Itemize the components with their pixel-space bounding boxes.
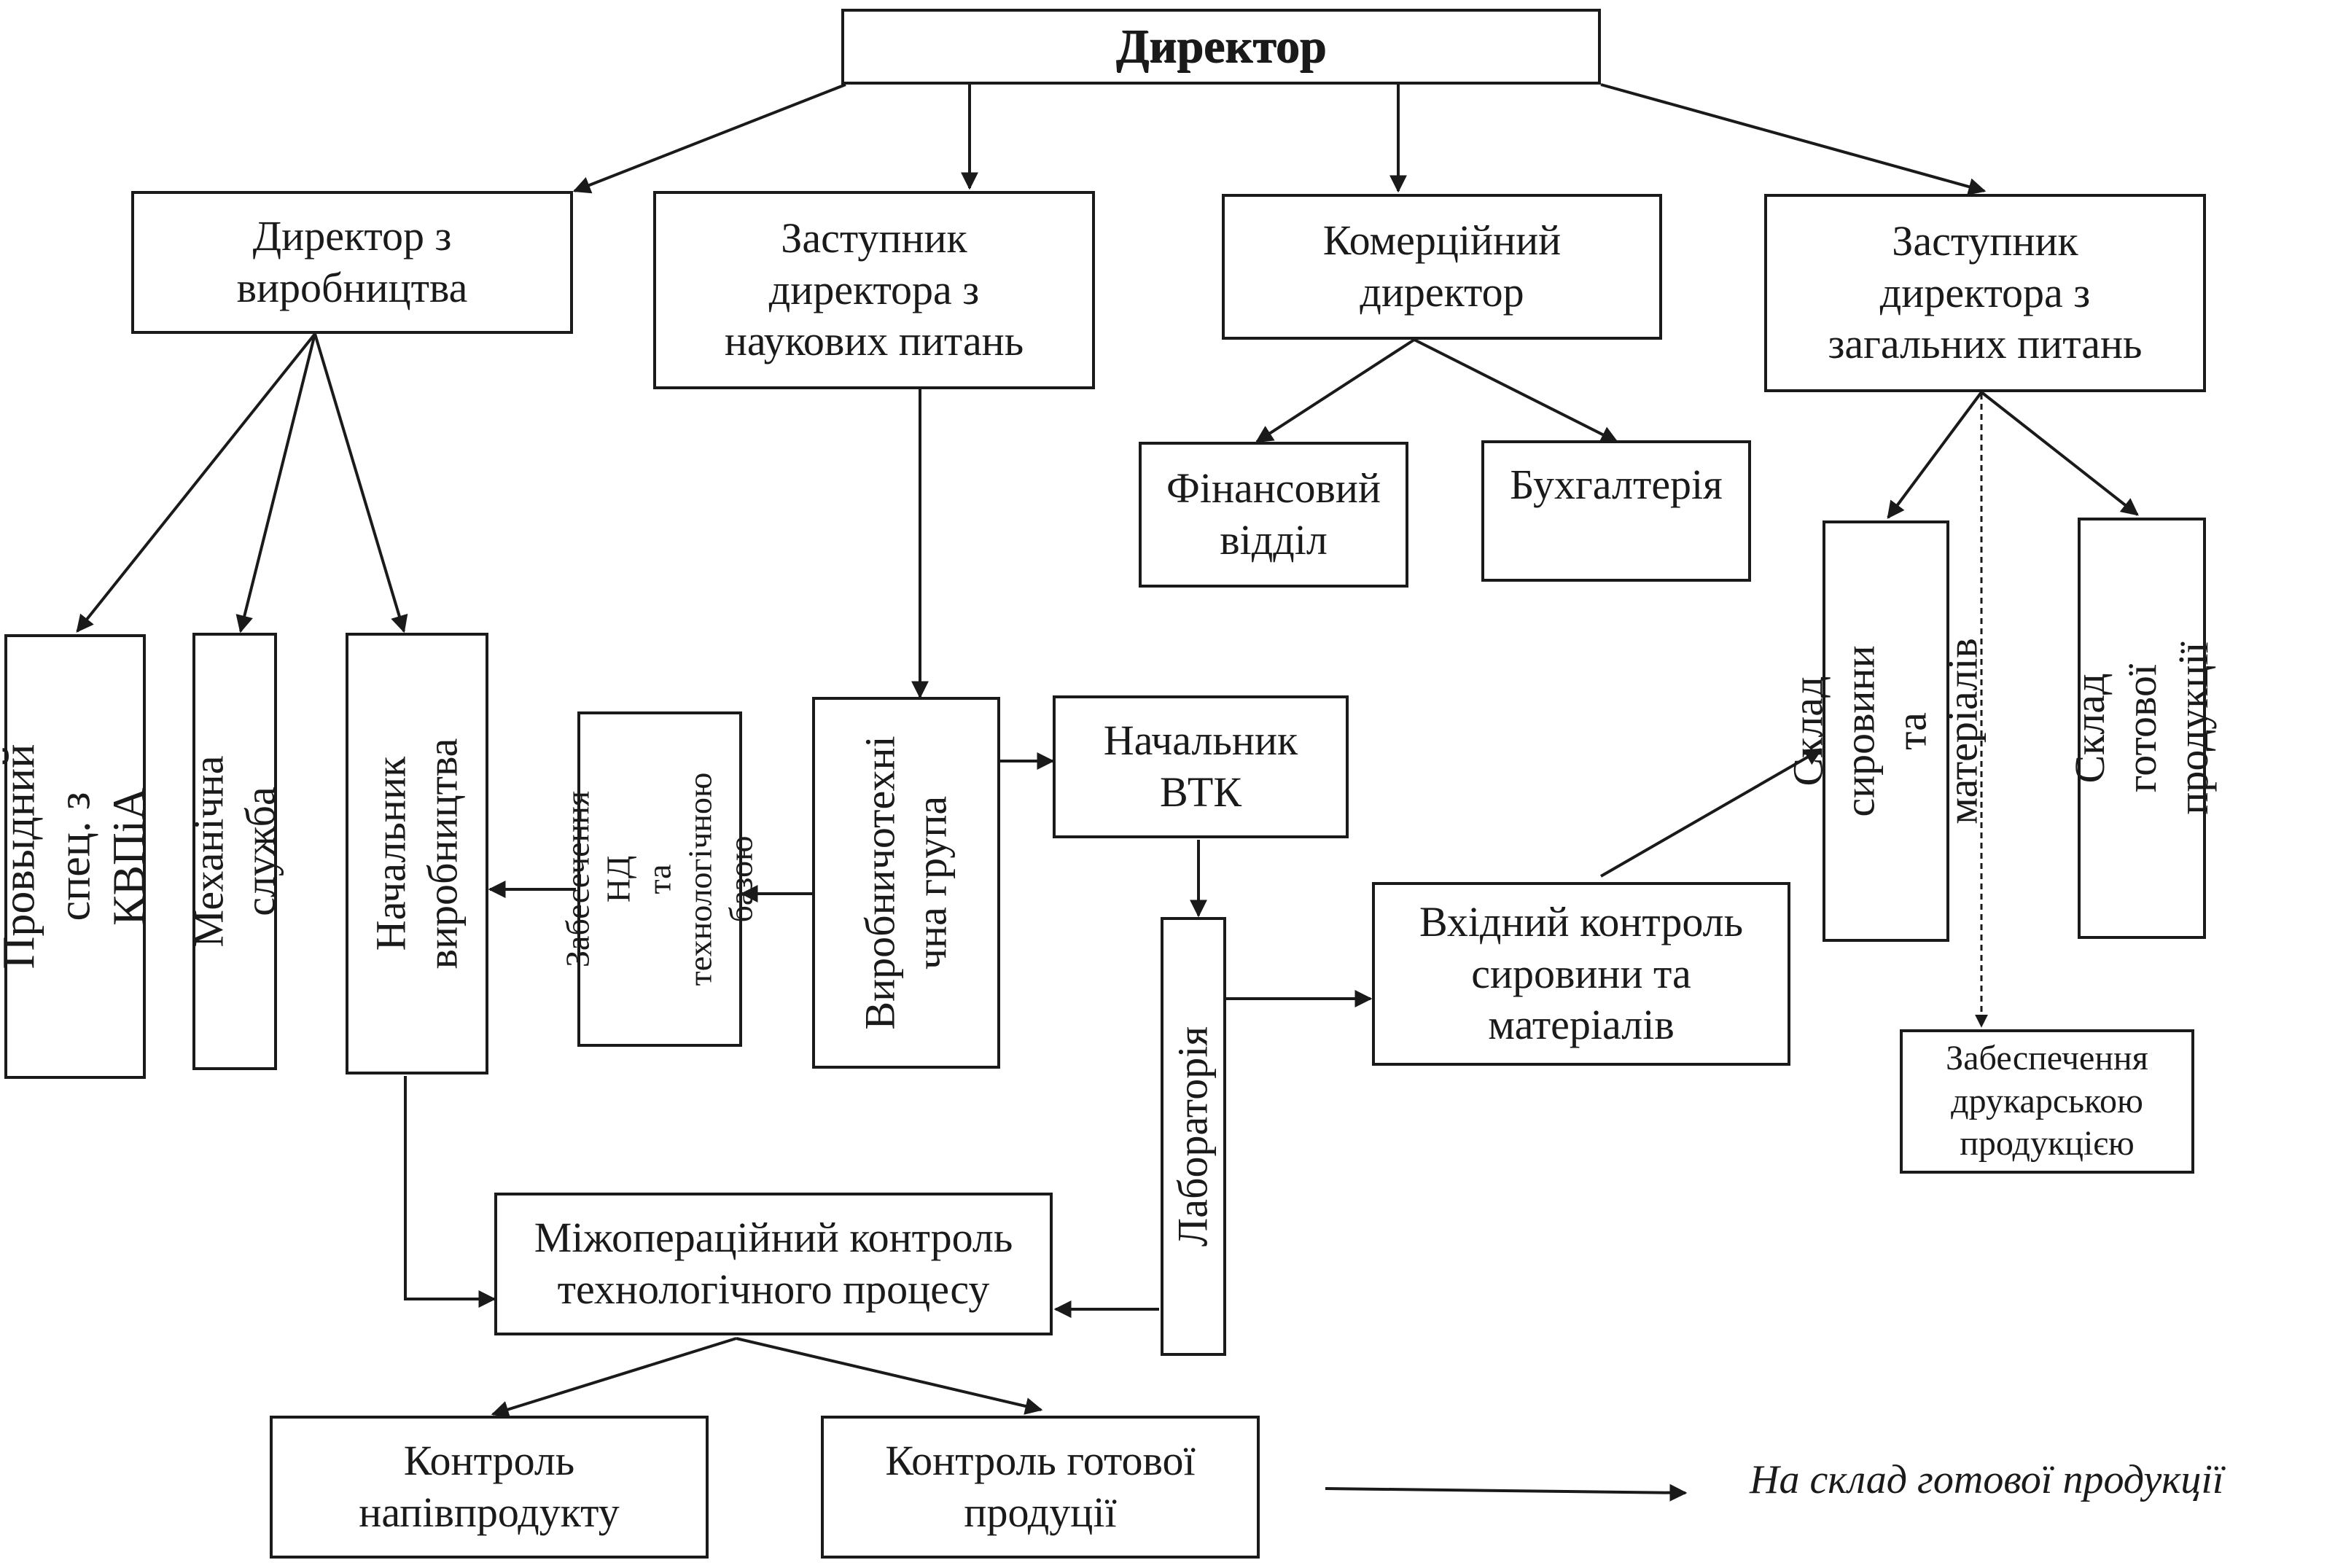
arrow-interop-to-semi-control bbox=[491, 1337, 737, 1419]
box-commercial-label: Комерційний директор bbox=[1322, 217, 1562, 316]
box-raw-warehouse-label: Склад сировини та матеріалів bbox=[1784, 638, 1987, 824]
box-raw-warehouse: Склад сировини та матеріалів bbox=[1785, 520, 1987, 942]
arrow-general-deputy-to-finished-warehouse bbox=[1980, 391, 2139, 516]
box-sci-deputy: Заступник директора з наукових питань bbox=[653, 191, 1095, 389]
box-nd-support: Забесечення НД та технологічною базою bbox=[559, 711, 760, 1047]
arrow-prod-director-to-mechanical bbox=[235, 333, 316, 633]
box-finance: Фінансовий відділ bbox=[1139, 442, 1408, 588]
box-laboratory-label: Лабораторія bbox=[1169, 1026, 1217, 1247]
box-prod-chief-label: Начальник виробництва bbox=[367, 738, 466, 970]
box-accounting-label: Бухгалтерія bbox=[1510, 461, 1723, 508]
legend-arrow bbox=[1325, 1483, 1688, 1502]
box-general-deputy: Заступник директора з загальних питань bbox=[1764, 194, 2206, 392]
box-prod-director: Директор з виробництва bbox=[131, 191, 573, 334]
box-finance-label: Фінансовий відділ bbox=[1166, 464, 1381, 563]
arrow-director-to-prod-director bbox=[572, 83, 846, 194]
box-general-deputy-label: Заступник директора з загальних питань bbox=[1828, 217, 2143, 368]
box-input-control-label: Вхідний контроль сировини та матеріалів bbox=[1419, 897, 1744, 1049]
box-input-control: Вхідний контроль сировини та матеріалів bbox=[1372, 882, 1790, 1066]
arrow-commercial-to-accounting bbox=[1414, 338, 1619, 443]
box-prod-tech-label: Виробничотехні чна група bbox=[856, 736, 955, 1030]
box-prod-tech: Виробничотехні чна група bbox=[812, 697, 1000, 1069]
box-sci-deputy-label: Заступник директора з наукових питань bbox=[724, 214, 1024, 365]
box-prod-chief: Начальник виробництва bbox=[346, 633, 488, 1074]
box-finished-warehouse-label: Склад готової продукції bbox=[2065, 641, 2217, 815]
arrow-director-to-general-deputy bbox=[1600, 83, 1987, 195]
box-finished-warehouse: Склад готової продукції bbox=[2066, 518, 2216, 939]
arrow-interop-to-finished-control bbox=[736, 1337, 1043, 1415]
box-kvpia: Провыдний спец. з КВПіА bbox=[0, 634, 155, 1079]
legend-label: На склад готової продукції bbox=[1750, 1457, 2224, 1502]
box-finished-control: Контроль готової продуції bbox=[821, 1416, 1260, 1559]
arrow-prod-director-to-prod-chief bbox=[313, 333, 408, 633]
arrow-prod-chief-to-interop-control bbox=[404, 1076, 496, 1308]
box-mechanical: Механічна служба bbox=[184, 633, 284, 1070]
box-vtk-chief-label: Начальник ВТК bbox=[1103, 717, 1298, 816]
box-mechanical-label: Механічна служба bbox=[184, 755, 284, 948]
box-director-label: Директор bbox=[1115, 19, 1327, 73]
arrow-commercial-to-finance bbox=[1255, 338, 1416, 443]
box-prod-director-label: Директор з виробництва bbox=[236, 212, 468, 311]
box-kvpia-label: Провыдний спец. з КВПіА bbox=[0, 744, 155, 970]
box-interop-control: Міжопераційний контроль технологічного п… bbox=[494, 1193, 1053, 1335]
box-semi-control: Контроль напівпродукту bbox=[270, 1416, 709, 1559]
box-semi-control-label: Контроль напівпродукту bbox=[359, 1437, 620, 1536]
arrow-general-deputy-to-raw-warehouse bbox=[1887, 391, 1983, 519]
box-finished-control-label: Контроль готової продуції bbox=[885, 1437, 1196, 1536]
box-print-supply: Забеспечення друкарською продукцією bbox=[1900, 1029, 2194, 1174]
box-director: Директор bbox=[841, 9, 1601, 85]
box-print-supply-label: Забеспечення друкарською продукцією bbox=[1946, 1039, 2148, 1163]
box-vtk-chief: Начальник ВТК bbox=[1053, 695, 1349, 838]
box-accounting: Бухгалтерія bbox=[1481, 440, 1751, 582]
box-laboratory: Лабораторія bbox=[1161, 917, 1226, 1356]
box-nd-support-label: Забесечення НД та технологічною базою bbox=[558, 772, 760, 986]
box-interop-control-label: Міжопераційний контроль технологічного п… bbox=[534, 1214, 1013, 1313]
box-commercial: Комерційний директор bbox=[1222, 194, 1662, 340]
arrow-input-control-to-raw-warehouse bbox=[1600, 748, 1823, 878]
arrow-prod-director-to-kvpia bbox=[76, 332, 316, 633]
